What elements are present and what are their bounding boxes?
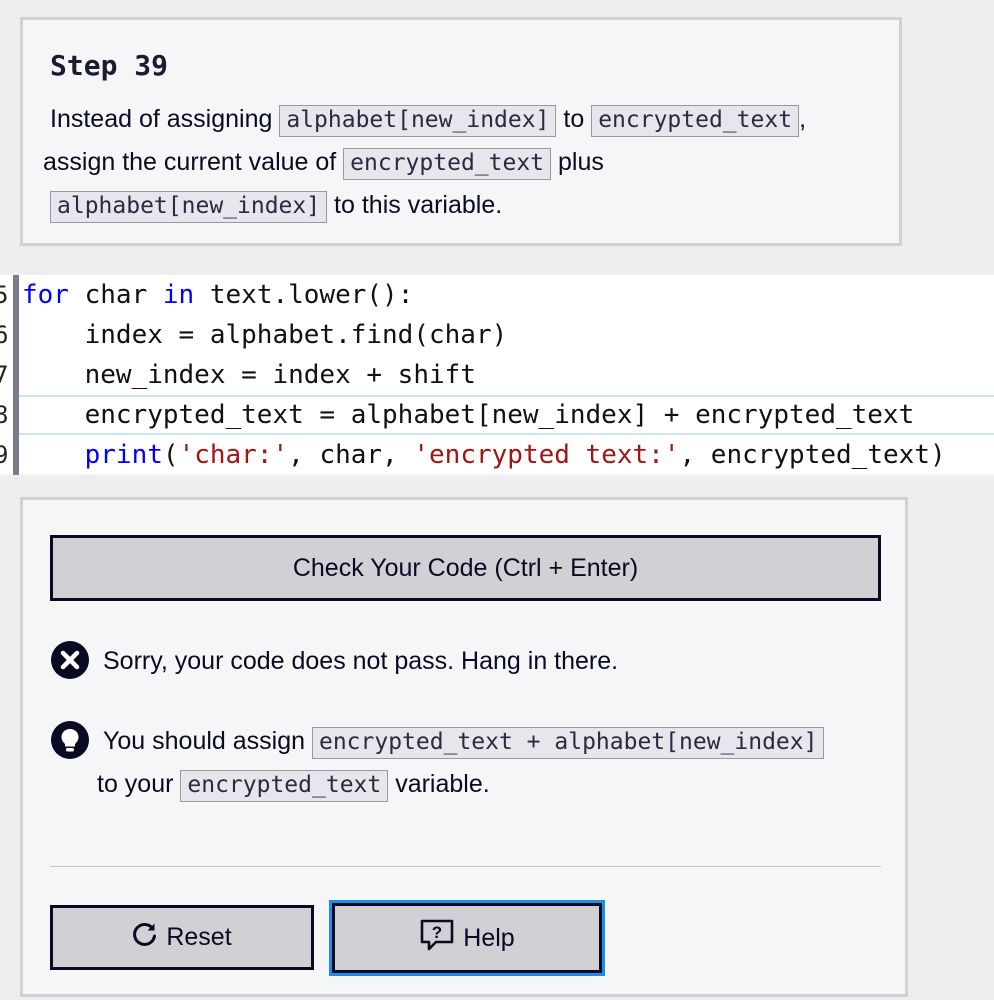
reset-icon [132, 921, 158, 954]
active-code-line[interactable]: encrypted_text = alphabet[new_index] + e… [19, 395, 994, 435]
fail-message: Sorry, your code does not pass. Hang in … [50, 640, 863, 682]
desc-text: , [799, 105, 807, 133]
inline-code: alphabet[new_index] [279, 105, 557, 137]
inline-code: encrypted_text + alphabet[new_index] [311, 727, 825, 759]
svg-text:?: ? [432, 923, 442, 942]
line-number: 6 [0, 321, 9, 349]
line-number: 7 [0, 361, 9, 389]
inline-code: encrypted_text [180, 770, 389, 802]
code-text: text.lower(): [194, 280, 414, 310]
desc-text: to this variable. [327, 191, 503, 219]
lightbulb-icon [50, 720, 90, 760]
hint-message: You should assign encrypted_text + alpha… [50, 720, 863, 806]
help-label: Help [463, 923, 515, 952]
code-builtin: print [84, 440, 163, 470]
step-instructions: Instead of assigning alphabet[new_index]… [43, 98, 880, 227]
code-string: 'encrypted text:' [413, 440, 680, 470]
code-line[interactable]: new_index = index + shift [22, 355, 476, 395]
line-number: 5 [0, 281, 9, 309]
check-code-label: Check Your Code (Ctrl + Enter) [292, 553, 639, 582]
code-text: char [68, 280, 163, 310]
code-text: encrypted_text = alphabet[new_index] + e… [22, 400, 915, 430]
desc-text: plus [551, 148, 604, 176]
desc-text: Instead of assigning [50, 105, 280, 133]
check-code-button[interactable]: Check Your Code (Ctrl + Enter) [50, 535, 881, 601]
code-line[interactable]: for char in text.lower(): [22, 275, 413, 315]
code-text [22, 440, 85, 470]
line-number: 8 [0, 401, 9, 429]
code-keyword: in [162, 280, 195, 310]
question-bubble-icon: ? [419, 918, 455, 959]
code-keyword: for [22, 280, 69, 310]
code-line[interactable]: print('char:', char, 'encrypted text:', … [22, 435, 946, 475]
code-text: index = alphabet.find(char) [22, 320, 508, 350]
line-number: 9 [0, 441, 9, 469]
inline-code: alphabet[new_index] [50, 191, 328, 223]
hint-text-part: variable. [388, 770, 490, 798]
line-number-gutter: 5 6 7 8 9 [0, 275, 8, 475]
hint-text-part: to your [97, 770, 181, 798]
inline-code: encrypted_text [591, 105, 800, 137]
fail-text: Sorry, your code does not pass. Hang in … [103, 647, 619, 675]
reset-label: Reset [166, 923, 232, 951]
hint-text: You should assign encrypted_text + alpha… [97, 720, 863, 806]
code-text: , char, [288, 440, 414, 470]
inline-code: encrypted_text [343, 148, 552, 180]
hint-text-part: You should assign [103, 727, 312, 755]
divider [50, 866, 881, 867]
code-line[interactable]: index = alphabet.find(char) [22, 315, 508, 355]
editor-gutter-bar [13, 275, 19, 475]
step-title: Step 39 [50, 49, 169, 82]
test-feedback-panel: Check Your Code (Ctrl + Enter) Sorry, yo… [20, 497, 908, 997]
step-description-panel: Step 39 Instead of assigning alphabet[ne… [20, 17, 902, 246]
code-editor[interactable]: 5 6 7 8 9 for char in text.lower(): inde… [0, 275, 994, 475]
help-button[interactable]: ? Help [329, 900, 605, 976]
code-text: new_index = index + shift [22, 360, 476, 390]
cross-circle-icon [50, 640, 90, 680]
code-text: , encrypted_text) [679, 440, 946, 470]
code-string: 'char:' [178, 440, 289, 470]
desc-text: to [556, 105, 592, 133]
desc-text: assign the current value of [43, 148, 344, 176]
reset-button[interactable]: Reset [50, 905, 314, 970]
code-text: ( [162, 440, 179, 470]
